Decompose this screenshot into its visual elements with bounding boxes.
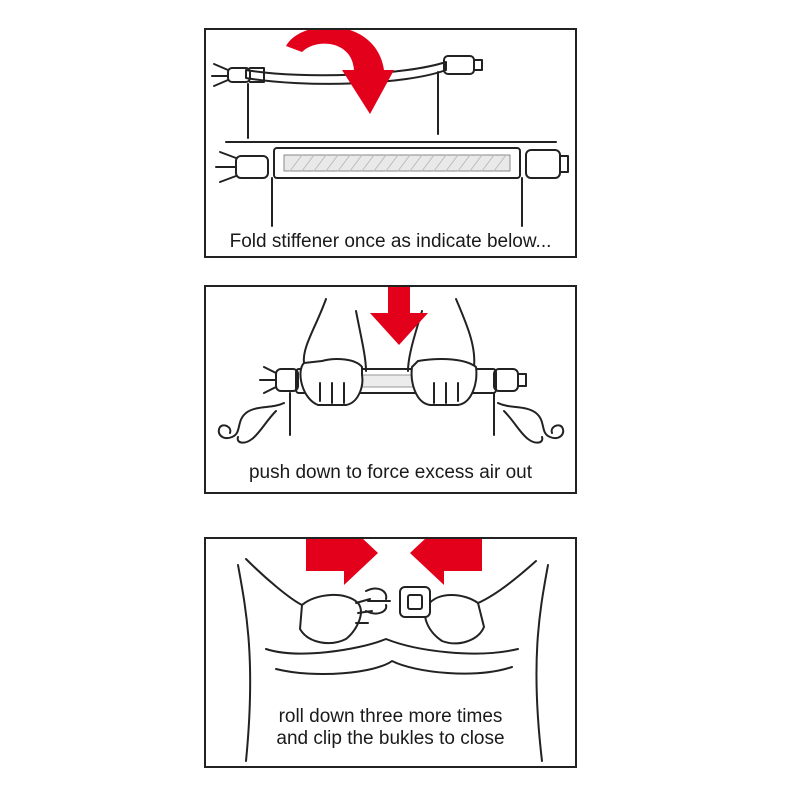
fold-stiffener-illustration <box>206 30 575 256</box>
step-3-caption-line-1: roll down three more times <box>206 706 575 728</box>
step-1-panel: Fold stiffener once as indicate below... <box>204 28 577 258</box>
step-3-caption: roll down three more times and clip the … <box>206 706 575 750</box>
step-2-panel: push down to force excess air out <box>204 285 577 494</box>
step-3-caption-line-2: and clip the bukles to close <box>206 728 575 750</box>
step-3-panel: roll down three more times and clip the … <box>204 537 577 768</box>
down-arrow-icon <box>370 287 428 345</box>
fold-arrow-icon <box>286 30 394 114</box>
step-1-caption: Fold stiffener once as indicate below... <box>206 231 575 253</box>
converge-arrows-icon <box>306 539 482 585</box>
step-2-caption: push down to force excess air out <box>206 462 575 484</box>
